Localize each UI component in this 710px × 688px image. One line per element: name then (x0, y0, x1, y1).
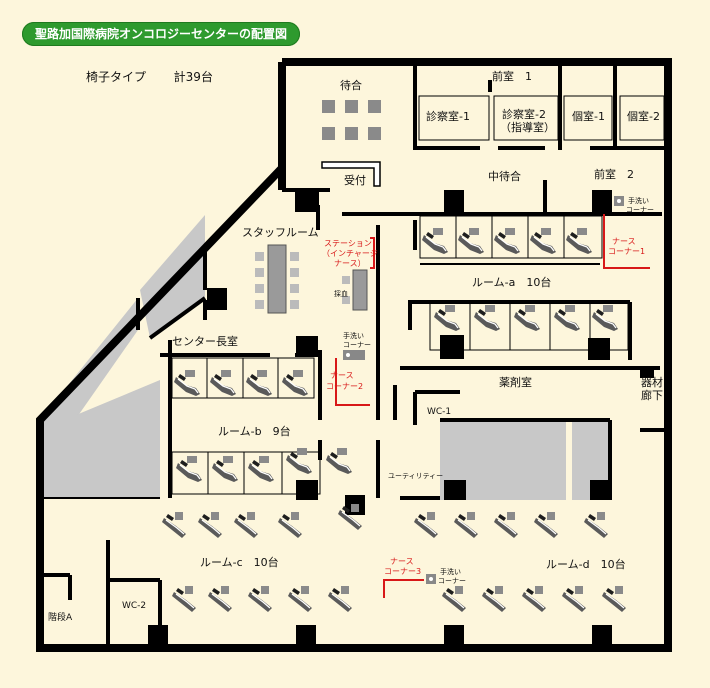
room-labels: 待合 前室 1 診察室-1 診察室-2 （指導室） 個室-1 個室-2 受付 中… (48, 69, 663, 623)
label-equipment-2: 廊下 (641, 388, 663, 402)
exam-room-furniture (418, 95, 665, 141)
station-labels: ステーション （インチャージ ナース） ナース コーナー1 ナース コーナー2 … (322, 237, 645, 576)
label-handwash-2a: 手洗い (343, 331, 364, 340)
chair-type-label: 椅子タイプ (86, 70, 147, 84)
staff-room-table (255, 244, 299, 314)
chair-summary: 椅子タイプ 計39台 (86, 68, 213, 85)
page-title: 聖路加国際病院オンコロジーセンターの配置図 (22, 22, 300, 46)
label-director-room: センター長室 (172, 334, 238, 348)
label-nurse1-2: コーナー1 (608, 247, 645, 256)
label-handwash-3a: 手洗い (440, 567, 461, 576)
label-exam2: 診察室-2 (502, 107, 546, 121)
label-room-b: ルーム-b 9台 (218, 424, 291, 438)
label-equipment-1: 器材 (641, 375, 663, 389)
handwash-labels: 手洗い コーナー 手洗い コーナー 手洗い コーナー (343, 196, 654, 585)
treatment-room-labels: ルーム-a 10台 ルーム-b 9台 ルーム-c 10台 ルーム-d 10台 (200, 275, 626, 571)
label-nurse3-1: ナース (390, 557, 414, 566)
pillars (148, 190, 654, 645)
room-b-bays (171, 357, 321, 495)
label-front1: 前室 1 (492, 69, 532, 83)
label-station-1: ステーション (324, 239, 372, 248)
label-exam1: 診察室-1 (426, 109, 470, 123)
label-reception: 受付 (344, 174, 366, 187)
label-room-c: ルーム-c 10台 (200, 555, 279, 569)
label-waiting: 待合 (340, 78, 362, 92)
room-a-bay (419, 215, 603, 265)
label-nurse3-2: コーナー3 (384, 567, 421, 576)
label-private2: 個室-2 (627, 109, 660, 123)
label-handwash-1a: 手洗い (628, 196, 649, 205)
reception-counter (321, 161, 381, 187)
chair-total-label: 計39台 (173, 70, 213, 84)
label-wc1: WC-1 (427, 407, 451, 417)
label-front2: 前室 2 (594, 167, 634, 181)
label-room-a: ルーム-a 10台 (472, 275, 551, 289)
label-nurse1-1: ナース (612, 237, 636, 246)
label-stairs: 階段A (48, 611, 73, 623)
label-wc2: WC-2 (122, 601, 146, 611)
label-nurse2-2: コーナー2 (326, 382, 363, 391)
exterior-walls (36, 58, 672, 652)
label-staff-room: スタッフルーム (242, 226, 319, 239)
label-station-2: （インチャージ (322, 249, 378, 258)
label-handwash-2b: コーナー (343, 341, 371, 349)
label-private1: 個室-1 (572, 109, 605, 123)
handwash-sinks (343, 196, 624, 584)
label-room-d: ルーム-d 10台 (546, 557, 626, 571)
blood-draw-desk (342, 269, 368, 311)
label-nurse2-1: ナース (330, 371, 354, 380)
label-station-3: ナース） (334, 259, 366, 268)
waiting-area-seats (322, 100, 381, 140)
label-mid-waiting: 中待合 (488, 169, 521, 183)
label-handwash-1b: コーナー (626, 206, 654, 214)
label-blood-draw: 採血 (334, 289, 348, 298)
label-pharmacy: 薬剤室 (499, 375, 532, 389)
label-exam2-sub: （指導室） (500, 120, 555, 134)
label-handwash-3b: コーナー (438, 577, 466, 585)
label-utility: ユーティリティー (388, 472, 443, 480)
nurse-corner-markers (335, 214, 650, 598)
